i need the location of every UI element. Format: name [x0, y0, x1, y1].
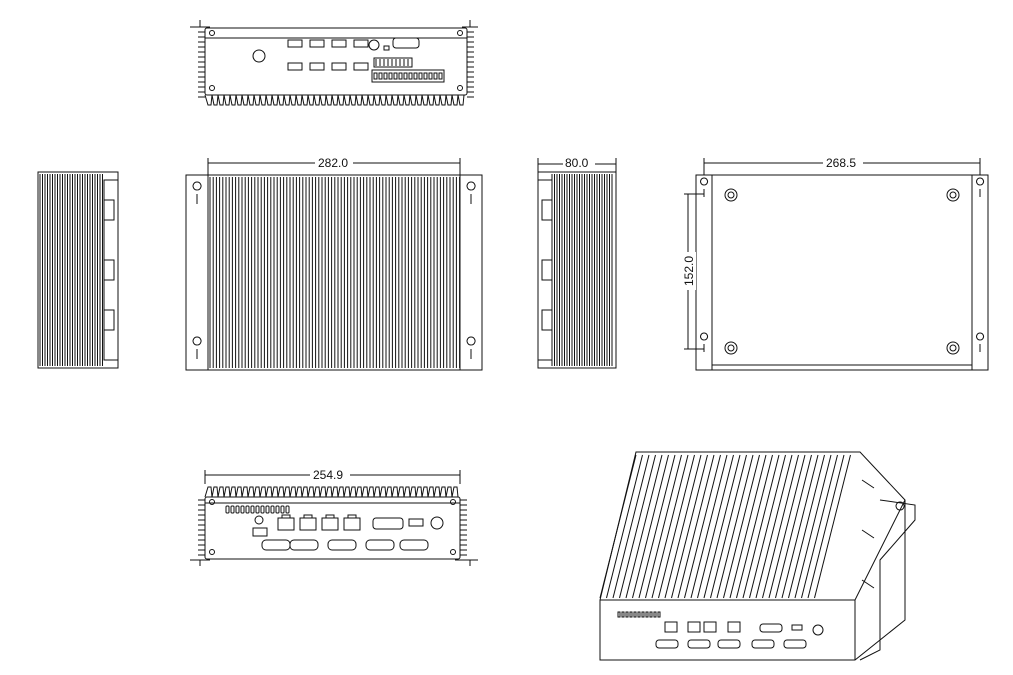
left-side-view: [37, 171, 119, 369]
dimension-width: 268.5: [826, 156, 856, 170]
power-button-icon: [252, 49, 266, 63]
bottom-view: 268.5 152.0: [680, 155, 989, 371]
rear-usb-ports: [287, 39, 369, 71]
top-view: 282.0: [185, 155, 483, 371]
front-led-row: [225, 505, 290, 514]
isometric-ports: [617, 611, 807, 649]
vga-port-icon: [372, 517, 404, 530]
front-lan-ports: [277, 514, 361, 531]
right-side-fins: [551, 174, 613, 366]
rear-panel-view: [190, 20, 478, 106]
dimension-front-width: 254.9: [313, 468, 343, 482]
serial-port-icon: [392, 37, 420, 49]
top-view-fins: [209, 177, 461, 368]
antenna-connector-icon: [430, 516, 444, 530]
display-port-icon: [408, 518, 424, 527]
terminal-block-top: [373, 57, 413, 68]
dimension-height: 80.0: [565, 156, 589, 170]
terminal-block: [371, 69, 445, 83]
right-side-view: 80.0: [537, 156, 617, 369]
audio-jack-icon: [254, 515, 264, 525]
dimension-mount-spacing: 152.0: [682, 256, 696, 286]
front-panel-view: 254.9: [190, 467, 478, 566]
rear-side-fins: [198, 31, 474, 98]
left-side-fins: [39, 174, 103, 366]
front-top-fins: [204, 486, 459, 498]
isometric-view: [599, 451, 916, 661]
dimension-depth: 282.0: [318, 156, 348, 170]
hdmi-port-icon: [252, 527, 268, 537]
isometric-fins: [599, 454, 851, 599]
rear-bottom-fins: [204, 94, 465, 106]
dc-jack-icon: [368, 39, 380, 51]
front-com-ports: [261, 539, 429, 551]
